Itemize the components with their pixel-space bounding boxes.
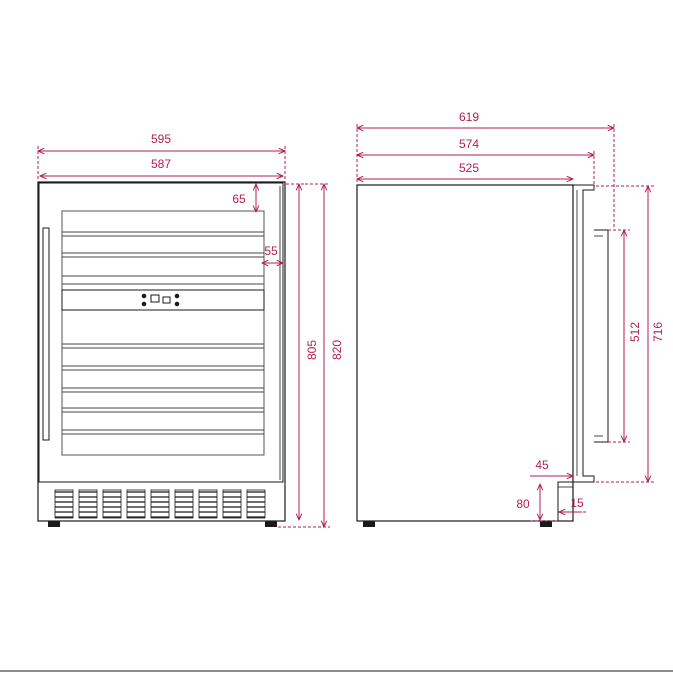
side-foot-left	[363, 521, 375, 527]
dim-door-height: 716	[651, 322, 665, 342]
front-foot-left	[48, 521, 60, 527]
dim-total-height: 820	[330, 340, 344, 360]
front-foot-right	[265, 521, 277, 527]
dim-side-offset: 55	[264, 244, 278, 258]
front-shelves-lower	[62, 343, 264, 435]
side-foot-right	[540, 521, 552, 527]
front-view	[37, 181, 286, 527]
front-control-icons	[141, 293, 180, 307]
front-vent-grille	[54, 489, 266, 519]
front-door-handle	[42, 227, 50, 441]
front-shelves-upper	[62, 231, 264, 277]
front-glass-panel	[61, 210, 265, 456]
dim-height-without-feet: 805	[305, 340, 319, 360]
dim-top-offset: 65	[232, 192, 246, 206]
front-control-panel	[61, 289, 265, 311]
vent-slot	[126, 489, 146, 519]
vent-slot	[102, 489, 122, 519]
side-plinth-kick	[557, 481, 574, 522]
side-view	[356, 184, 609, 527]
dim-foot-offset: 15	[570, 496, 584, 510]
dim-plinth-height: 80	[516, 497, 530, 511]
vent-slot	[150, 489, 170, 519]
dim-overall-width: 595	[151, 132, 171, 146]
front-dimensions	[38, 146, 330, 527]
dim-handle-length: 512	[628, 322, 642, 342]
vent-slot	[78, 489, 98, 519]
vent-slot	[246, 489, 266, 519]
dim-depth-with-handle: 619	[459, 110, 479, 124]
dim-depth-with-door: 574	[459, 137, 479, 151]
front-door-frame	[38, 182, 284, 483]
side-plinth	[357, 482, 574, 522]
dim-kick-depth: 45	[535, 458, 549, 472]
vent-slot	[54, 489, 74, 519]
side-handle	[594, 229, 609, 443]
front-cabinet-outline	[37, 181, 286, 522]
side-door-profile	[573, 184, 595, 483]
vent-slot	[198, 489, 218, 519]
dim-cabinet-depth: 525	[459, 161, 479, 175]
vent-slot	[174, 489, 194, 519]
dim-door-width: 587	[151, 157, 171, 171]
vent-slot	[222, 489, 242, 519]
side-dimensions	[357, 124, 654, 522]
